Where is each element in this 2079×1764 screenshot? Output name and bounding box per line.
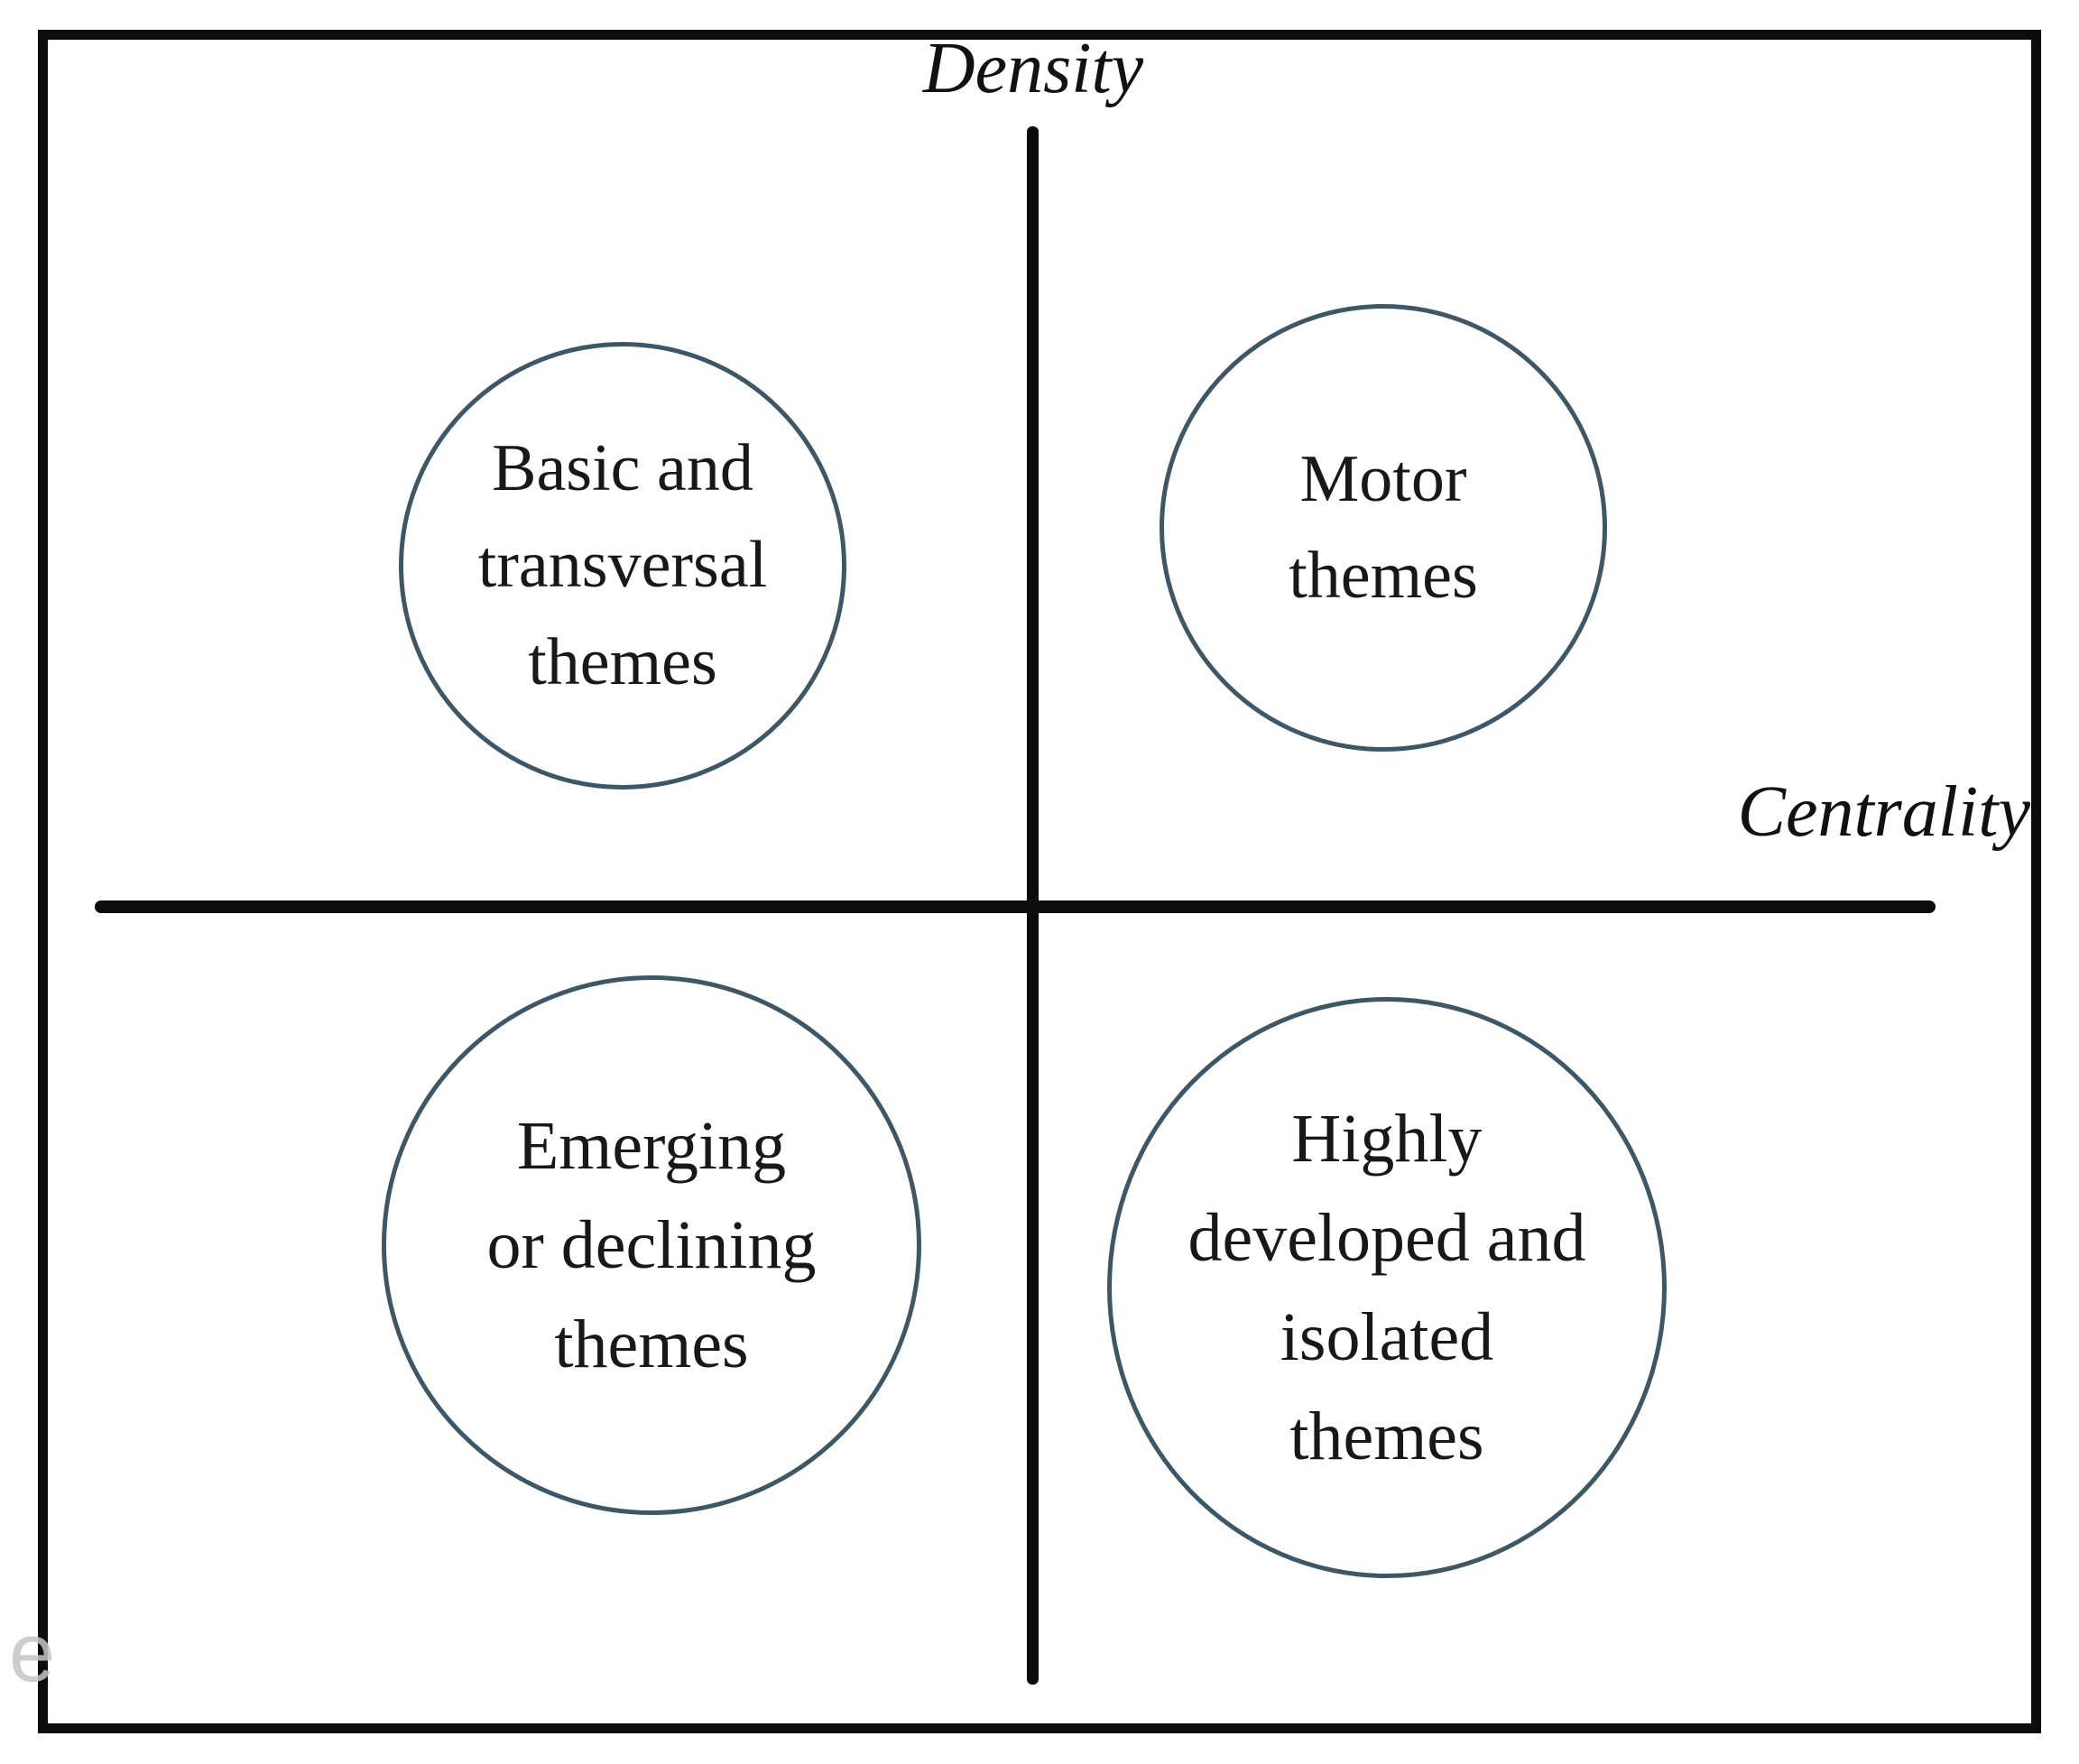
x-axis-line (95, 900, 1936, 913)
quadrant-circle-basic-transversal-themes: Basic and transversal themes (399, 342, 846, 790)
watermark-letter: e (9, 1607, 56, 1699)
quadrant-circle-emerging-declining-themes: Emerging or declining themes (382, 975, 921, 1515)
y-axis-label-density: Density (922, 29, 1144, 108)
quadrant-label-highly-developed-isolated-themes: Highly developed and isolated themes (1187, 1100, 1586, 1475)
quadrant-circle-highly-developed-isolated-themes: Highly developed and isolated themes (1107, 997, 1667, 1578)
quadrant-label-emerging-declining-themes: Emerging or declining themes (486, 1107, 817, 1383)
quadrant-circle-motor-themes: Motor themes (1160, 304, 1607, 752)
quadrant-label-motor-themes: Motor themes (1289, 441, 1478, 613)
x-axis-label-centrality: Centrality (1737, 772, 2030, 852)
diagram-border-frame (38, 30, 2041, 1733)
quadrant-label-basic-transversal-themes: Basic and transversal themes (477, 431, 768, 699)
